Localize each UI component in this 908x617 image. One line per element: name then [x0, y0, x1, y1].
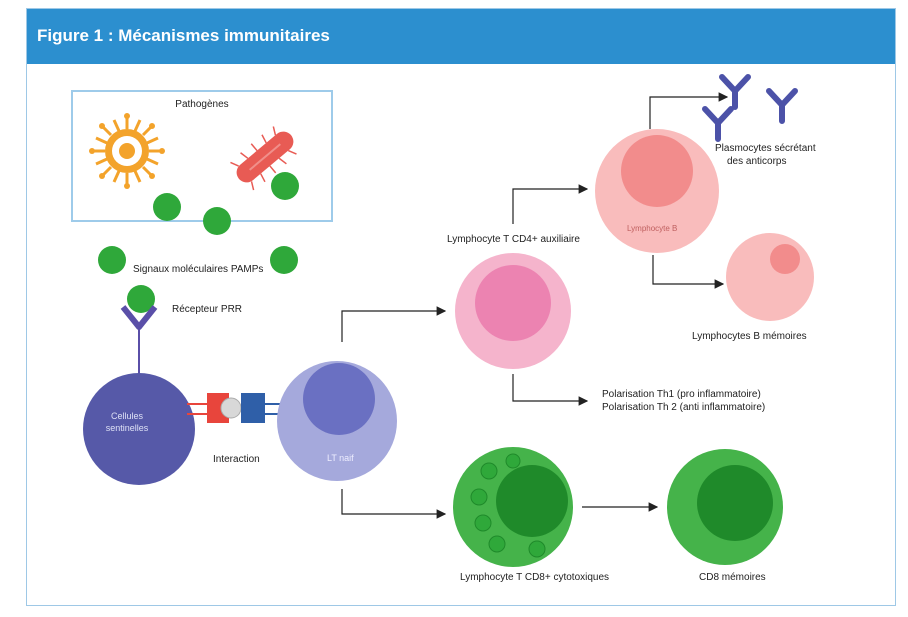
antibody-icon — [702, 74, 798, 142]
bacteria-icon — [230, 126, 297, 191]
pamp-molecule — [98, 246, 126, 274]
b-memoires-label: Lymphocytes B mémoires — [692, 331, 807, 342]
pamp-molecule — [203, 207, 231, 235]
pamps-label: Signaux moléculaires PAMPs — [133, 264, 263, 275]
pathogens-box — [71, 90, 333, 222]
lt-naif-label: LT naif — [327, 453, 354, 463]
th2-label: Polarisation Th 2 (anti inflammatoire) — [602, 402, 765, 413]
plasmocytes-label-line2: des anticorps — [727, 156, 786, 167]
interaction-label: Interaction — [213, 454, 260, 465]
lymphocyte-b-nucleus — [621, 135, 693, 207]
arrow-to-b-memoires — [652, 255, 725, 289]
figure-title: Figure 1 : Mécanismes immunitaires — [37, 26, 330, 45]
figure-header: Figure 1 : Mécanismes immunitaires — [27, 9, 895, 64]
cd8-nucleus — [496, 465, 568, 537]
pathogens-label: Pathogènes — [175, 99, 228, 110]
prr-label: Récepteur PRR — [172, 304, 242, 315]
pamp-molecule — [270, 246, 298, 274]
b-memoire-nucleus — [770, 244, 800, 274]
figure-frame: Figure 1 : Mécanismes immunitaires Patho… — [26, 8, 896, 606]
immune-diagram: Pathogènes — [71, 74, 816, 583]
arrow-to-plasmocytes — [649, 92, 729, 129]
interaction-complex — [187, 393, 289, 423]
cd8-label: Lymphocyte T CD8+ cytotoxiques — [460, 572, 609, 583]
cd4-nucleus — [475, 265, 551, 341]
th1-label: Polarisation Th1 (pro inflammatoire) — [602, 389, 761, 400]
virus-icon — [89, 113, 165, 189]
sentinel-label-line2: sentinelles — [106, 423, 149, 433]
arrow-to-b — [512, 184, 589, 224]
cd8-memoires-label: CD8 mémoires — [699, 572, 766, 583]
cd8-granules — [470, 453, 546, 558]
lymphocyte-b-label: Lymphocyte B — [627, 224, 677, 233]
arrow-to-cd4 — [341, 306, 447, 342]
pamp-molecules — [98, 172, 299, 313]
pamp-molecule — [271, 172, 299, 200]
sentinel-label-line1: Cellules — [111, 411, 144, 421]
sentinel-cell — [83, 373, 195, 485]
pamp-molecule — [127, 285, 155, 313]
b-memoire-cell — [726, 233, 814, 321]
cd8-memoire-nucleus — [697, 465, 773, 541]
arrow-to-polarisation — [512, 374, 589, 406]
pamp-molecule — [153, 193, 181, 221]
cd4-label: Lymphocyte T CD4+ auxiliaire — [447, 234, 580, 245]
lt-naif-nucleus — [303, 363, 375, 435]
arrow-to-cd8 — [341, 489, 447, 519]
plasmocytes-label-line1: Plasmocytes sécrétant — [715, 143, 816, 154]
